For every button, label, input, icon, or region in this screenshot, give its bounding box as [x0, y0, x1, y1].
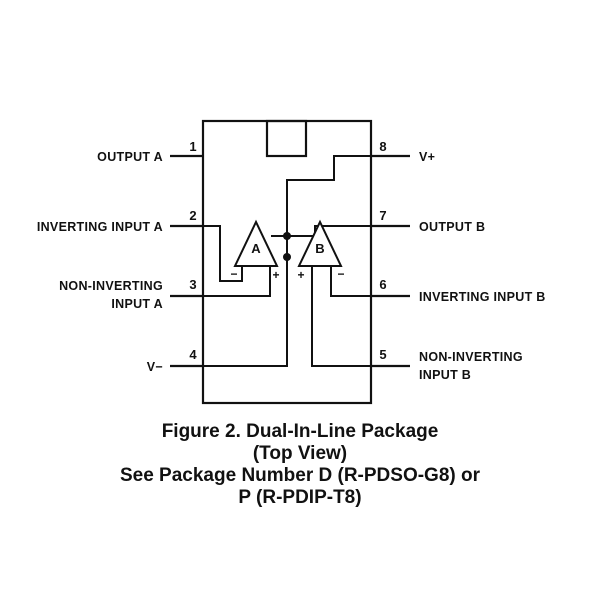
op-amp-b-label: B	[315, 241, 324, 256]
pin-leads	[170, 154, 410, 368]
pin-number-1: 1	[189, 139, 196, 154]
op-amp-a-minus-sign: −	[230, 267, 237, 281]
pin-number-5: 5	[379, 347, 386, 362]
pin-1-label: OUTPUT A	[97, 150, 163, 164]
pin-5-label-line1: NON-INVERTING	[419, 350, 523, 364]
op-amp-a-symbol	[233, 219, 279, 267]
pin-number-6: 6	[379, 277, 386, 292]
wire-inverting-input-b	[330, 266, 371, 297]
op-amp-a-label: A	[251, 241, 261, 256]
right-pin-labels: V+ OUTPUT B INVERTING INPUT B NON-INVERT…	[419, 150, 546, 382]
pin-7-label: OUTPUT B	[419, 220, 485, 234]
op-amp-a-plus-sign: +	[272, 268, 279, 282]
op-amp-b-minus-sign: −	[337, 267, 344, 281]
package-notch	[265, 119, 308, 158]
pin-number-2: 2	[189, 208, 196, 223]
left-pin-labels: OUTPUT A INVERTING INPUT A NON-INVERTING…	[37, 150, 163, 374]
internal-wiring	[203, 155, 371, 367]
op-amp-b-plus-sign: +	[297, 268, 304, 282]
pin-number-3: 3	[189, 277, 196, 292]
pin-5-label-line2: INPUT B	[419, 368, 471, 382]
caption-line-view: (Top View)	[252, 443, 348, 464]
figure-caption: Figure 2. Dual-In-Line Package (Top View…	[0, 421, 600, 509]
wire-inverting-input-a	[203, 225, 243, 282]
pin-4-label: V−	[147, 360, 163, 374]
wire-v-plus	[286, 155, 371, 236]
pin-6-label: INVERTING INPUT B	[419, 290, 546, 304]
pin-number-8: 8	[379, 139, 386, 154]
op-amp-b-symbol	[297, 219, 343, 267]
wire-output-b	[300, 225, 371, 237]
wire-non-inverting-input-a	[203, 266, 271, 297]
pin-8-label: V+	[419, 150, 435, 164]
caption-line-package-2: P (R-PDIP-T8)	[238, 487, 362, 508]
wire-non-inverting-input-b	[311, 266, 371, 367]
pin-numbers: 1 2 3 4 8 7 6 5	[189, 139, 386, 362]
pin-2-label: INVERTING INPUT A	[37, 220, 163, 234]
pin-number-7: 7	[379, 208, 386, 223]
pin-number-4: 4	[189, 347, 197, 362]
pin-3-label-line1: NON-INVERTING	[59, 279, 163, 293]
caption-line-title: Figure 2. Dual-In-Line Package	[161, 421, 439, 442]
wire-v-minus	[203, 257, 288, 367]
caption-line-package-1: See Package Number D (R-PDSO-G8) or	[119, 465, 481, 486]
pin-3-label-line2: INPUT A	[111, 297, 163, 311]
